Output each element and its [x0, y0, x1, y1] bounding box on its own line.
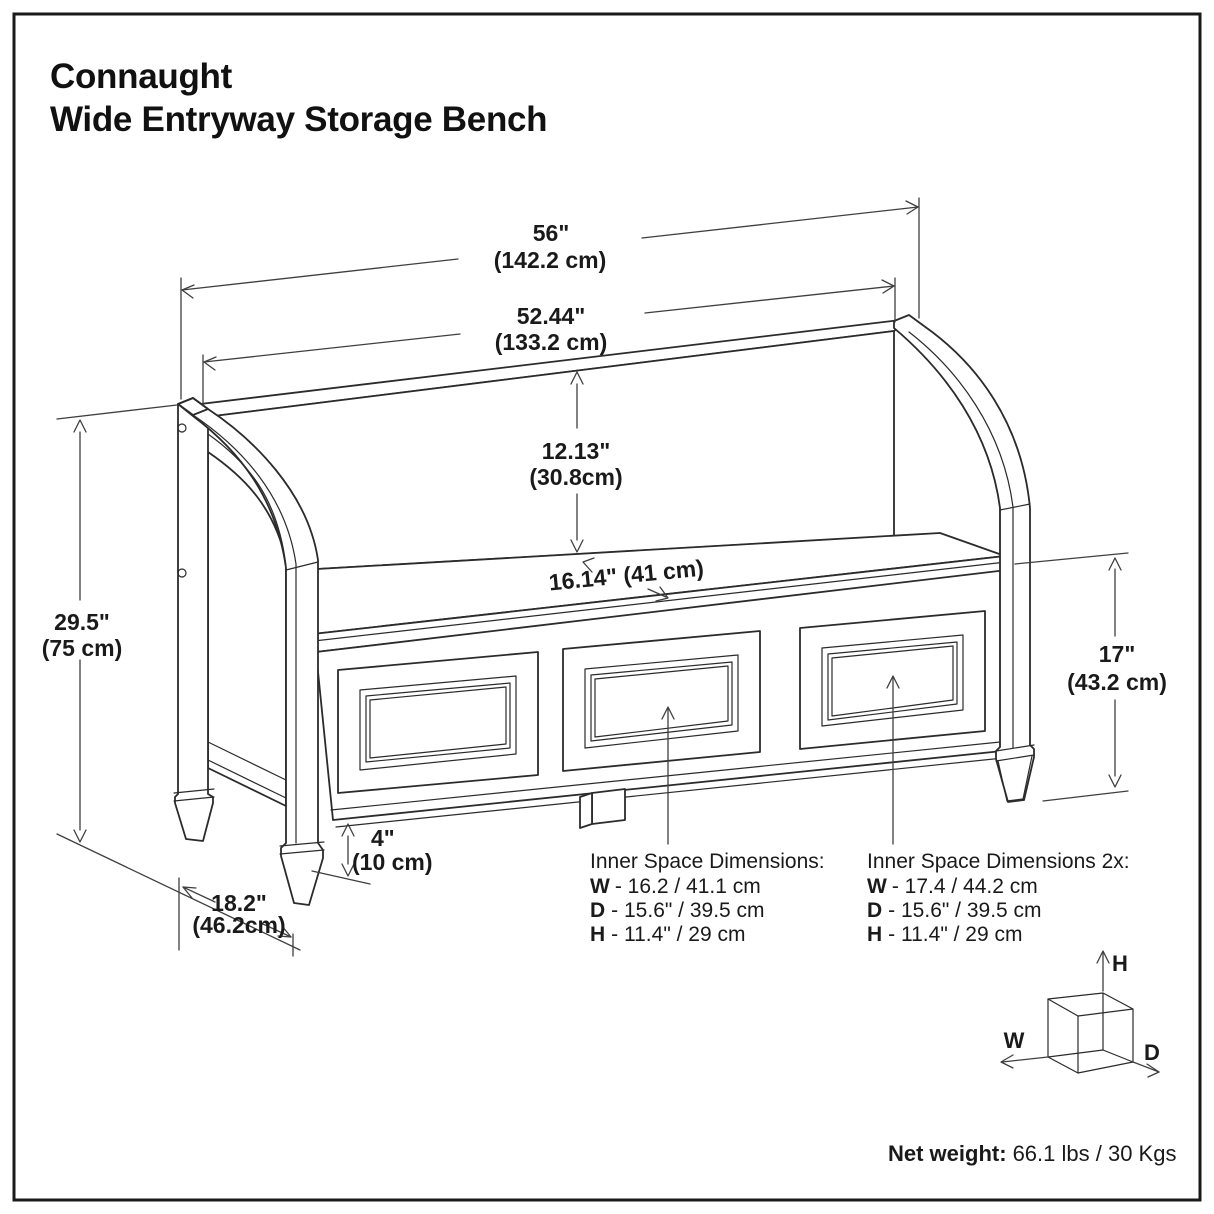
inner-space-block-2: Inner Space Dimensions 2x: W- 17.4 / 44.…	[867, 850, 1130, 946]
net-weight: Net weight:66.1 lbs / 30 Kgs	[888, 1141, 1176, 1166]
dim-clearance-cm: (10 cm)	[352, 849, 433, 875]
dim-back-width-cm: (133.2 cm)	[495, 329, 608, 355]
inner-space-1-height: H- 11.4" / 29 cm	[590, 923, 745, 946]
inner-space-2-width: W- 17.4 / 44.2 cm	[867, 875, 1038, 898]
inner-space-1-heading: Inner Space Dimensions:	[590, 850, 825, 873]
dim-overall-width: 56" (142.2 cm)	[180, 197, 920, 400]
center-leg	[579, 788, 626, 829]
post-peg-upper	[177, 423, 187, 433]
dim-overall-height-in: 29.5"	[54, 609, 110, 635]
page-title: Connaught Wide Entryway Storage Bench	[50, 57, 548, 139]
inner-space-2-heading: Inner Space Dimensions 2x:	[867, 850, 1130, 873]
bench-right-arm-leg	[893, 314, 1035, 803]
inner-space-2-height: H- 11.4" / 29 cm	[867, 923, 1022, 946]
axis-label-w: W	[1004, 1028, 1025, 1053]
inner-space-block-1: Inner Space Dimensions: W- 16.2 / 41.1 c…	[590, 850, 825, 946]
dim-overall-height-cm: (75 cm)	[42, 635, 123, 661]
bench-seat	[299, 532, 1008, 653]
inner-space-1-depth: D- 15.6" / 39.5 cm	[590, 899, 765, 922]
dim-clearance-in: 4"	[371, 825, 395, 851]
dim-seat-height-in: 17"	[1099, 641, 1136, 667]
bench-drawing	[173, 314, 1035, 906]
dim-back-width: 52.44" (133.2 cm)	[202, 277, 896, 407]
dim-back-height: 12.13" (30.8cm)	[529, 371, 623, 573]
storage-panel-middle	[562, 630, 761, 772]
axis-cube-icon: H W D	[1000, 950, 1160, 1078]
storage-panel-left	[337, 651, 539, 794]
dim-seat-height-cm: (43.2 cm)	[1067, 669, 1167, 695]
dim-back-height-in: 12.13"	[542, 438, 610, 464]
bench-storage-box	[315, 569, 1014, 829]
post-peg-lower	[177, 568, 187, 578]
page-border	[12, 12, 1202, 1202]
title-line2: Wide Entryway Storage Bench	[50, 100, 547, 139]
net-weight-value: 66.1 lbs / 30 Kgs	[1013, 1141, 1177, 1166]
dim-overall-width-cm: (142.2 cm)	[494, 247, 607, 273]
net-weight-label: Net weight:	[888, 1141, 1007, 1166]
dim-overall-depth: 18.2" (46.2cm)	[178, 877, 294, 957]
axis-label-d: D	[1144, 1040, 1160, 1065]
bench-left-arm-leg	[173, 397, 325, 906]
storage-panel-right	[799, 610, 986, 750]
title-line1: Connaught	[50, 57, 233, 96]
inner-space-1-width: W- 16.2 / 41.1 cm	[590, 875, 761, 898]
inner-space-2-depth: D- 15.6" / 39.5 cm	[867, 899, 1042, 922]
dim-overall-height: 29.5" (75 cm)	[42, 404, 301, 951]
dim-seat-height: 17" (43.2 cm)	[1014, 552, 1167, 802]
inner-space-leaders	[661, 675, 900, 845]
axis-label-h: H	[1112, 951, 1128, 976]
dim-clearance: 4" (10 cm)	[311, 823, 433, 885]
dim-overall-width-in: 56"	[533, 220, 570, 246]
dim-overall-depth-cm: (46.2cm)	[192, 912, 285, 938]
dim-back-width-in: 52.44"	[517, 303, 585, 329]
dim-overall-depth-in: 18.2"	[211, 890, 267, 916]
dim-back-height-cm: (30.8cm)	[529, 464, 622, 490]
